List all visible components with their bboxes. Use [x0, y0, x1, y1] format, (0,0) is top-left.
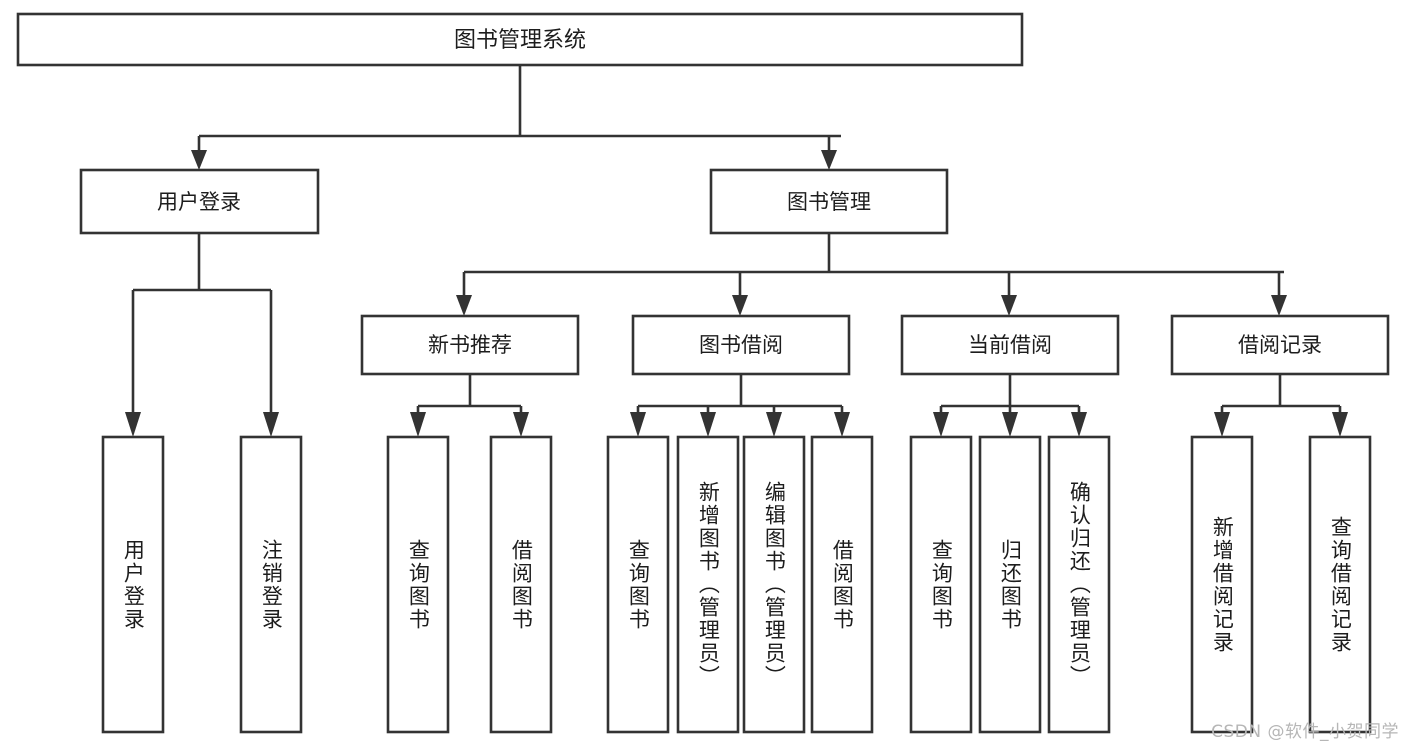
leaf-box-record-query[interactable]: [1308, 435, 1372, 734]
leaf-box-recommend-query-book[interactable]: [386, 435, 450, 734]
arrow-leaf-borrow-edit: [766, 412, 782, 437]
arrow-leaf-current-confirm: [1071, 412, 1087, 437]
node-user-login[interactable]: 用户登录: [79, 168, 320, 235]
node-book-management[interactable]: 图书管理: [709, 168, 949, 235]
leaf-box-borrow-add-book[interactable]: [676, 435, 740, 734]
arrow-to-user-login: [191, 150, 207, 170]
arrow-leaf-current-return: [1002, 412, 1018, 437]
leaf-box-record-add[interactable]: [1190, 435, 1254, 734]
node-user-login-box: [79, 168, 320, 235]
leaf-box-borrow-lend-book[interactable]: [810, 435, 874, 734]
node-book-borrow[interactable]: 图书借阅: [631, 314, 851, 376]
arrow-leaf-current-query: [933, 412, 949, 437]
arrow-to-book-mgmt: [821, 150, 837, 170]
arrow-to-borrow-record: [1271, 295, 1287, 316]
arrow-leaf-borrow-add: [700, 412, 716, 437]
node-new-book-recommend[interactable]: 新书推荐: [360, 314, 580, 376]
node-borrow-record-box: [1170, 314, 1390, 376]
leaf-box-recommend-borrow-book[interactable]: [489, 435, 553, 734]
node-new-book-recommend-box: [360, 314, 580, 376]
node-root-system[interactable]: 图书管理系统: [16, 12, 1024, 67]
leaf-box-borrow-query-book[interactable]: [606, 435, 670, 734]
node-book-borrow-box: [631, 314, 851, 376]
leaf-box-borrow-edit-book[interactable]: [742, 435, 806, 734]
node-root-system-box: [16, 12, 1024, 67]
arrow-leaf-recommend-query: [410, 412, 426, 437]
arrow-leaf-logout: [263, 412, 279, 437]
arrow-to-book-borrow: [732, 295, 748, 316]
node-borrow-record-label: 借阅记录: [1238, 333, 1322, 357]
arrow-leaf-record-query: [1332, 412, 1348, 437]
arrow-leaf-user-login: [125, 412, 141, 437]
node-current-borrow-label: 当前借阅: [968, 333, 1052, 357]
arrow-leaf-recommend-borrow: [513, 412, 529, 437]
node-root-system-label: 图书管理系统: [454, 28, 586, 53]
connector-layer: [125, 65, 1348, 437]
node-user-login-label: 用户登录: [157, 190, 241, 214]
node-borrow-record[interactable]: 借阅记录: [1170, 314, 1390, 376]
node-current-borrow[interactable]: 当前借阅: [900, 314, 1120, 376]
leaf-box-current-query-book[interactable]: [909, 435, 973, 734]
node-book-management-box: [709, 168, 949, 235]
arrow-to-new-book-recommend: [456, 295, 472, 316]
leaf-box-logout[interactable]: [239, 435, 303, 734]
node-book-borrow-label: 图书借阅: [699, 333, 783, 357]
node-new-book-recommend-label: 新书推荐: [428, 333, 512, 357]
node-book-management-label: 图书管理: [787, 190, 871, 214]
arrow-leaf-borrow-lend: [834, 412, 850, 437]
node-current-borrow-box: [900, 314, 1120, 376]
leaf-box-current-return-book[interactable]: [978, 435, 1042, 734]
leaf-box-current-confirm-return[interactable]: [1047, 435, 1111, 734]
arrow-to-current-borrow: [1001, 295, 1017, 316]
arrow-leaf-record-add: [1214, 412, 1230, 437]
arrow-leaf-borrow-query: [630, 412, 646, 437]
watermark-text: CSDN @软件_小贺同学: [1211, 722, 1399, 742]
leaf-box-user-login[interactable]: [101, 435, 165, 734]
